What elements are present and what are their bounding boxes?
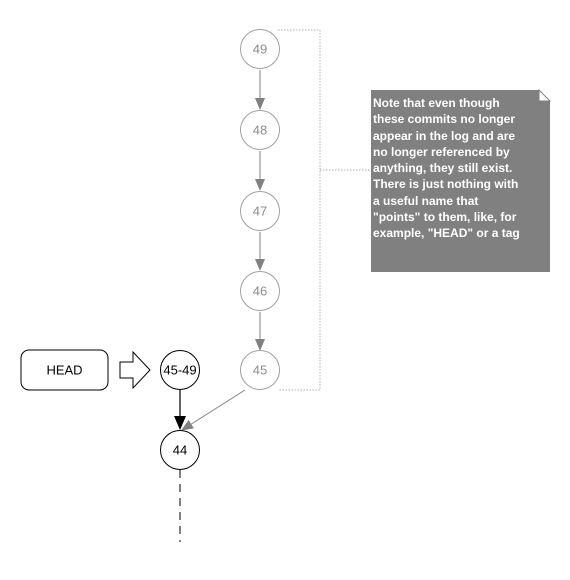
edge-45-44	[181, 389, 246, 431]
ghost-commit-46: 46	[240, 271, 280, 311]
ghost-commit-45-label: 45	[253, 363, 267, 378]
note-line: "points" to them, like, for	[373, 210, 517, 225]
ghost-commit-46-label: 46	[253, 284, 267, 299]
note-fold-icon	[538, 88, 552, 102]
parent-commit: 44	[160, 430, 200, 470]
note-line: There is just nothing with	[373, 177, 519, 192]
note-line: anything, they still exist.	[373, 161, 513, 176]
squashed-commit: 45-49	[160, 350, 200, 390]
ghost-commit-49-label: 49	[253, 42, 267, 57]
ghost-commit-45: 45	[240, 350, 280, 390]
head-ref: HEAD	[20, 349, 109, 391]
ghost-commit-47: 47	[240, 191, 280, 231]
ghost-commit-48: 48	[240, 110, 280, 150]
note-line: Note that even though	[373, 96, 500, 110]
head-pointer-arrow-icon	[119, 350, 151, 390]
parent-commit-label: 44	[173, 443, 187, 458]
note-line: no longer referenced by	[373, 144, 510, 159]
note-line: appear in the log and are	[373, 128, 516, 143]
note-text: Note that even though these commits no l…	[373, 95, 551, 242]
squashed-commit-label: 45-49	[163, 363, 196, 378]
ghost-commit-47-label: 47	[253, 204, 267, 219]
note-line: a useful name that	[373, 193, 479, 208]
head-ref-label: HEAD	[46, 363, 82, 378]
note-line: these commits no longer	[373, 112, 516, 127]
note-bracket	[278, 29, 372, 391]
note-box	[371, 88, 552, 272]
note-line: example, "HEAD" or a tag	[373, 226, 520, 241]
ghost-commit-48-label: 48	[253, 123, 267, 138]
ghost-commit-49: 49	[240, 29, 280, 69]
